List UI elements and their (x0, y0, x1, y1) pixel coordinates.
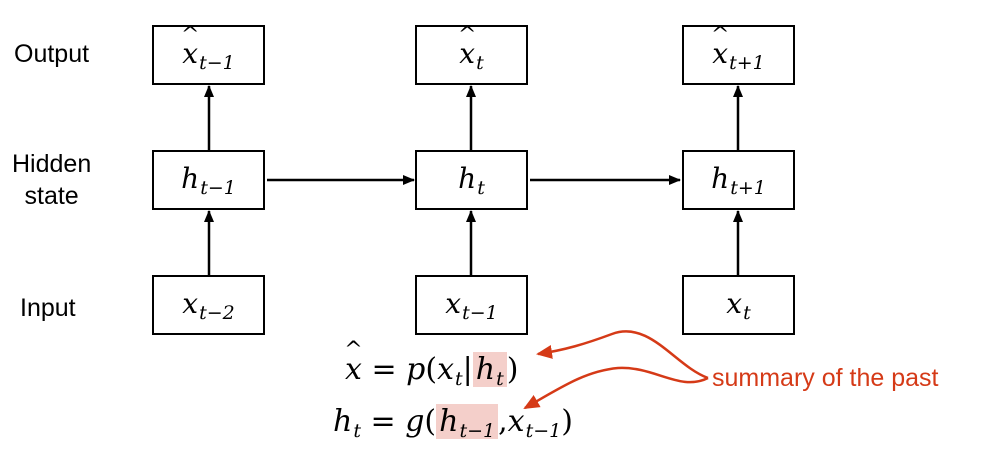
input-node: xt−2 (152, 275, 265, 335)
annotation-summary-of-the-past: summary of the past (712, 364, 939, 392)
output-node: xt−1 (152, 25, 265, 85)
output-node: xt+1 (682, 25, 795, 85)
annotation-arrow-to-ht (536, 330, 709, 380)
hidden-node: ht−1 (152, 150, 265, 210)
equation-hidden: ht = g(ht−1,xt−1) (333, 404, 573, 442)
highlight-ht-minus-1: ht−1 (436, 404, 499, 442)
input-node: xt (682, 275, 795, 335)
equation-output: x = p(xt|ht) (345, 352, 518, 390)
input-node: xt−1 (415, 275, 528, 335)
hidden-node: ht+1 (682, 150, 795, 210)
highlight-ht: ht (472, 352, 507, 390)
output-node: xt (415, 25, 528, 85)
row-label-output: Output (14, 40, 90, 68)
row-label-input: Input (20, 294, 76, 322)
annotation-arrow-to-ht-minus-1 (523, 366, 709, 410)
row-label-hidden-state: Hidden state (12, 150, 92, 210)
hidden-node: ht (415, 150, 528, 210)
